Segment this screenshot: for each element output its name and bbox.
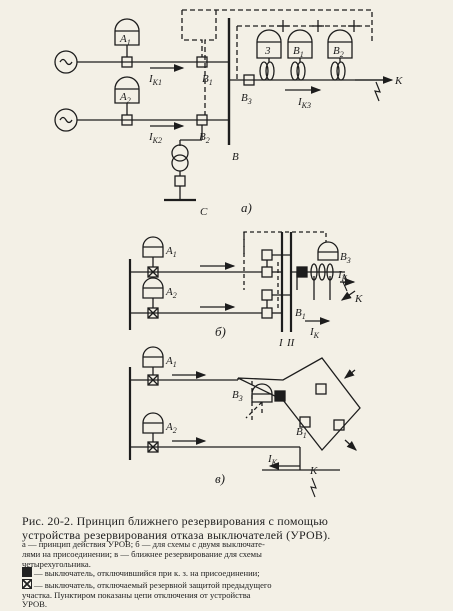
breaker-b3 bbox=[243, 74, 255, 86]
panel-label-v: в) bbox=[215, 471, 225, 486]
figure-caption-legend: а — принцип действия УРОВ; б — для схемы… bbox=[22, 539, 442, 569]
label-v-a2: A2 bbox=[165, 421, 177, 435]
label-k-a: К bbox=[394, 75, 403, 87]
crossed-breaker-icon bbox=[22, 578, 32, 589]
caption-note-line: УРОВ. bbox=[22, 599, 48, 610]
label-bus-I: I bbox=[278, 337, 284, 349]
label-relay-b2: B2 bbox=[333, 45, 344, 59]
filled-breaker-icon bbox=[22, 567, 32, 577]
transformer-icon bbox=[171, 144, 189, 162]
label-relay-b1: B1 bbox=[293, 45, 304, 59]
label-v-b3: B3 bbox=[232, 389, 243, 403]
relay-b-b3 bbox=[317, 241, 339, 261]
label-bus-c: С bbox=[200, 206, 208, 218]
label-bus-b: В bbox=[232, 151, 239, 163]
breaker-transformer bbox=[174, 175, 186, 187]
caption-legend-line: лями на присоединении; в — ближнее резер… bbox=[22, 548, 262, 559]
label-relay-3: 3 bbox=[264, 45, 271, 57]
breaker-b-tripped bbox=[296, 266, 308, 278]
label-a2: A2 bbox=[119, 91, 131, 105]
label-b2: B2 bbox=[199, 131, 210, 145]
panel-b-diagram bbox=[128, 231, 356, 332]
caption-title-line: Рис. 20-2. Принцип ближнего резервирован… bbox=[22, 514, 329, 528]
breaker-v-b1 bbox=[299, 416, 311, 428]
panel-v-diagram bbox=[128, 346, 361, 498]
label-ik2: IК2 bbox=[148, 131, 162, 145]
caption-title-line: устройства резервирования отказа выключа… bbox=[22, 528, 331, 542]
figure-caption-notes: — выключатель, отключившийся при к. з. н… bbox=[22, 567, 442, 610]
caption-legend-line: четырехугольника. bbox=[22, 558, 91, 569]
label-k-v: К bbox=[309, 465, 318, 477]
label-k-b: К bbox=[354, 293, 363, 305]
label-b-b3: B3 bbox=[340, 251, 351, 265]
label-b-ik-top: IК bbox=[337, 269, 348, 283]
label-a1: A1 bbox=[119, 33, 131, 47]
label-v-a1: A1 bbox=[165, 355, 177, 369]
label-b-b1: B1 bbox=[295, 307, 306, 321]
label-bus-II: II bbox=[286, 337, 296, 349]
caption-note-line: — выключатель, отключаемый резервной защ… bbox=[22, 578, 442, 591]
label-ik1: IК1 bbox=[148, 73, 162, 87]
schematic-figure: A1 A2 B1 B2 B3 В С К IК1 IК2 IК3 3 B1 B2… bbox=[54, 9, 403, 498]
label-v-b1: B1 bbox=[296, 426, 307, 440]
label-b-ik-bottom: IК bbox=[309, 326, 320, 340]
label-b-a1: A1 bbox=[165, 245, 177, 259]
label-b3: B3 bbox=[241, 92, 252, 106]
label-v-ik: IК bbox=[267, 453, 278, 467]
label-b1: B1 bbox=[202, 73, 213, 87]
breaker-v-tripped bbox=[274, 390, 286, 402]
caption-note-line: — выключатель, отключившийся при к. з. н… bbox=[22, 567, 442, 579]
label-b-a2: A2 bbox=[165, 286, 177, 300]
panel-label-a: а) bbox=[241, 200, 252, 215]
panel-a-diagram bbox=[54, 9, 394, 202]
caption-note-line: участка. Пунктиром показаны цепи отключе… bbox=[22, 589, 251, 600]
label-ik3: IК3 bbox=[297, 96, 311, 110]
caption-legend-line: а — принцип действия УРОВ; б — для схемы… bbox=[22, 539, 265, 549]
panel-label-b: б) bbox=[215, 324, 226, 339]
figure-caption-title: Рис. 20-2. Принцип ближнего резервирован… bbox=[22, 514, 442, 542]
